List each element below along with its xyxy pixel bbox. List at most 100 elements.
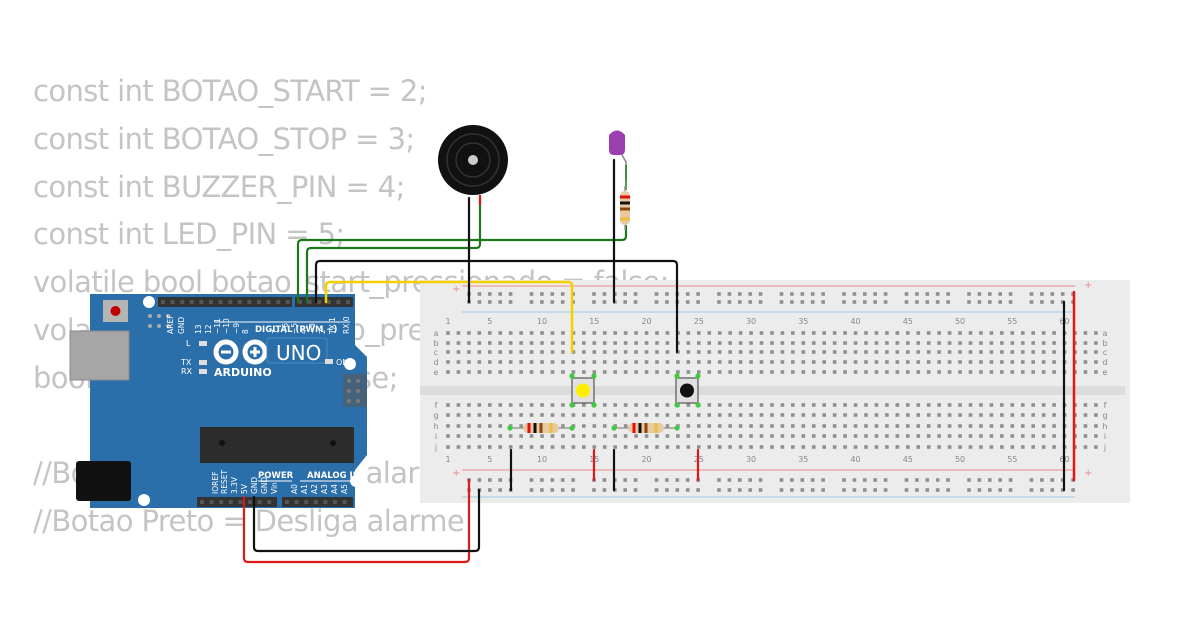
breadboard-hole[interactable] (759, 424, 764, 428)
header-pin[interactable] (248, 500, 252, 504)
breadboard-hole[interactable] (634, 370, 638, 374)
breadboard-hole[interactable] (582, 360, 586, 364)
breadboard-hole[interactable] (519, 445, 523, 449)
breadboard-hole[interactable] (937, 413, 941, 417)
breadboard-hole[interactable] (770, 424, 774, 428)
breadboard-hole[interactable] (926, 370, 931, 374)
breadboard-hole[interactable] (488, 350, 492, 354)
wire-gnd-rail[interactable] (252, 488, 481, 553)
rail-hole[interactable] (738, 488, 742, 492)
breadboard-hole[interactable] (947, 370, 952, 374)
breadboard-hole[interactable] (592, 413, 597, 417)
breadboard-hole[interactable] (498, 445, 503, 449)
breadboard-hole[interactable] (874, 403, 879, 407)
breadboard-hole[interactable] (519, 370, 523, 374)
rail-hole[interactable] (904, 292, 909, 296)
breadboard-hole[interactable] (1083, 403, 1088, 407)
breadboard-hole[interactable] (885, 445, 889, 449)
breadboard-hole[interactable] (759, 434, 764, 438)
rail-hole[interactable] (1040, 478, 1044, 482)
breadboard-hole[interactable] (916, 445, 921, 449)
breadboard-hole[interactable] (916, 341, 921, 345)
header-pin[interactable] (199, 300, 204, 304)
breadboard-hole[interactable] (582, 331, 586, 335)
rail-hole[interactable] (790, 478, 794, 482)
breadboard-hole[interactable] (456, 424, 461, 428)
breadboard-hole[interactable] (801, 445, 806, 449)
rail-hole[interactable] (540, 478, 544, 482)
breadboard-hole[interactable] (529, 350, 534, 354)
breadboard-hole[interactable] (916, 403, 921, 407)
breadboard-hole[interactable] (602, 360, 607, 364)
breadboard-hole[interactable] (717, 413, 722, 417)
breadboard-hole[interactable] (770, 370, 774, 374)
breadboard-hole[interactable] (550, 445, 555, 449)
button-stop-cap[interactable] (680, 383, 694, 398)
rail-hole[interactable] (779, 488, 784, 492)
breadboard-hole[interactable] (979, 370, 983, 374)
breadboard-hole[interactable] (582, 403, 586, 407)
rail-hole[interactable] (623, 292, 627, 296)
breadboard-hole[interactable] (508, 350, 513, 354)
breadboard-hole[interactable] (519, 424, 523, 428)
rail-hole[interactable] (758, 292, 763, 296)
header-pin[interactable] (200, 500, 204, 504)
breadboard-hole[interactable] (1010, 341, 1015, 345)
breadboard-hole[interactable] (780, 434, 785, 438)
breadboard-hole[interactable] (1000, 413, 1004, 417)
header-pin[interactable] (228, 500, 233, 504)
breadboard-hole[interactable] (717, 350, 722, 354)
breadboard-hole[interactable] (874, 370, 879, 374)
breadboard-hole[interactable] (1083, 370, 1088, 374)
rail-hole[interactable] (550, 300, 555, 304)
rail-hole[interactable] (925, 292, 930, 296)
breadboard-hole[interactable] (508, 403, 513, 407)
breadboard-hole[interactable] (1083, 350, 1088, 354)
breadboard-hole[interactable] (791, 360, 795, 364)
breadboard-hole[interactable] (456, 341, 461, 345)
rail-hole[interactable] (685, 478, 690, 482)
breadboard-hole[interactable] (1083, 413, 1088, 417)
breadboard-hole[interactable] (895, 434, 900, 438)
breadboard-hole[interactable] (508, 331, 513, 335)
breadboard-hole[interactable] (906, 360, 910, 364)
breadboard-hole[interactable] (853, 413, 858, 417)
breadboard-hole[interactable] (780, 360, 785, 364)
breadboard-hole[interactable] (623, 445, 628, 449)
breadboard-hole[interactable] (550, 370, 555, 374)
breadboard-hole[interactable] (1052, 424, 1056, 428)
rail-hole[interactable] (863, 292, 867, 296)
breadboard-hole[interactable] (1000, 370, 1004, 374)
breadboard-hole[interactable] (623, 360, 628, 364)
rail-hole[interactable] (1060, 300, 1065, 304)
breadboard-hole[interactable] (1094, 360, 1098, 364)
rail-hole[interactable] (935, 478, 940, 482)
breadboard-hole[interactable] (926, 341, 931, 345)
breadboard-hole[interactable] (602, 424, 607, 428)
rail-hole[interactable] (560, 292, 565, 296)
rail-hole[interactable] (685, 300, 690, 304)
breadboard-hole[interactable] (853, 403, 858, 407)
breadboard-hole[interactable] (655, 331, 659, 335)
breadboard-hole[interactable] (801, 360, 806, 364)
breadboard-hole[interactable] (1083, 331, 1088, 335)
breadboard-hole[interactable] (822, 360, 826, 364)
header-pin[interactable] (180, 300, 185, 304)
breadboard-hole[interactable] (634, 350, 638, 354)
rail-hole[interactable] (915, 488, 919, 492)
breadboard-hole[interactable] (571, 370, 576, 374)
breadboard-hole[interactable] (1010, 360, 1015, 364)
rail-hole[interactable] (758, 488, 763, 492)
rail-hole[interactable] (540, 488, 544, 492)
rail-hole[interactable] (988, 478, 992, 482)
breadboard-hole[interactable] (1010, 370, 1015, 374)
breadboard-hole[interactable] (477, 445, 482, 449)
rail-hole[interactable] (738, 292, 742, 296)
breadboard-hole[interactable] (811, 434, 816, 438)
breadboard-hole[interactable] (613, 445, 617, 449)
rail-hole[interactable] (633, 478, 638, 482)
rail-hole[interactable] (1071, 488, 1075, 492)
breadboard-hole[interactable] (916, 331, 921, 335)
rail-hole[interactable] (873, 292, 877, 296)
breadboard-hole[interactable] (456, 403, 461, 407)
